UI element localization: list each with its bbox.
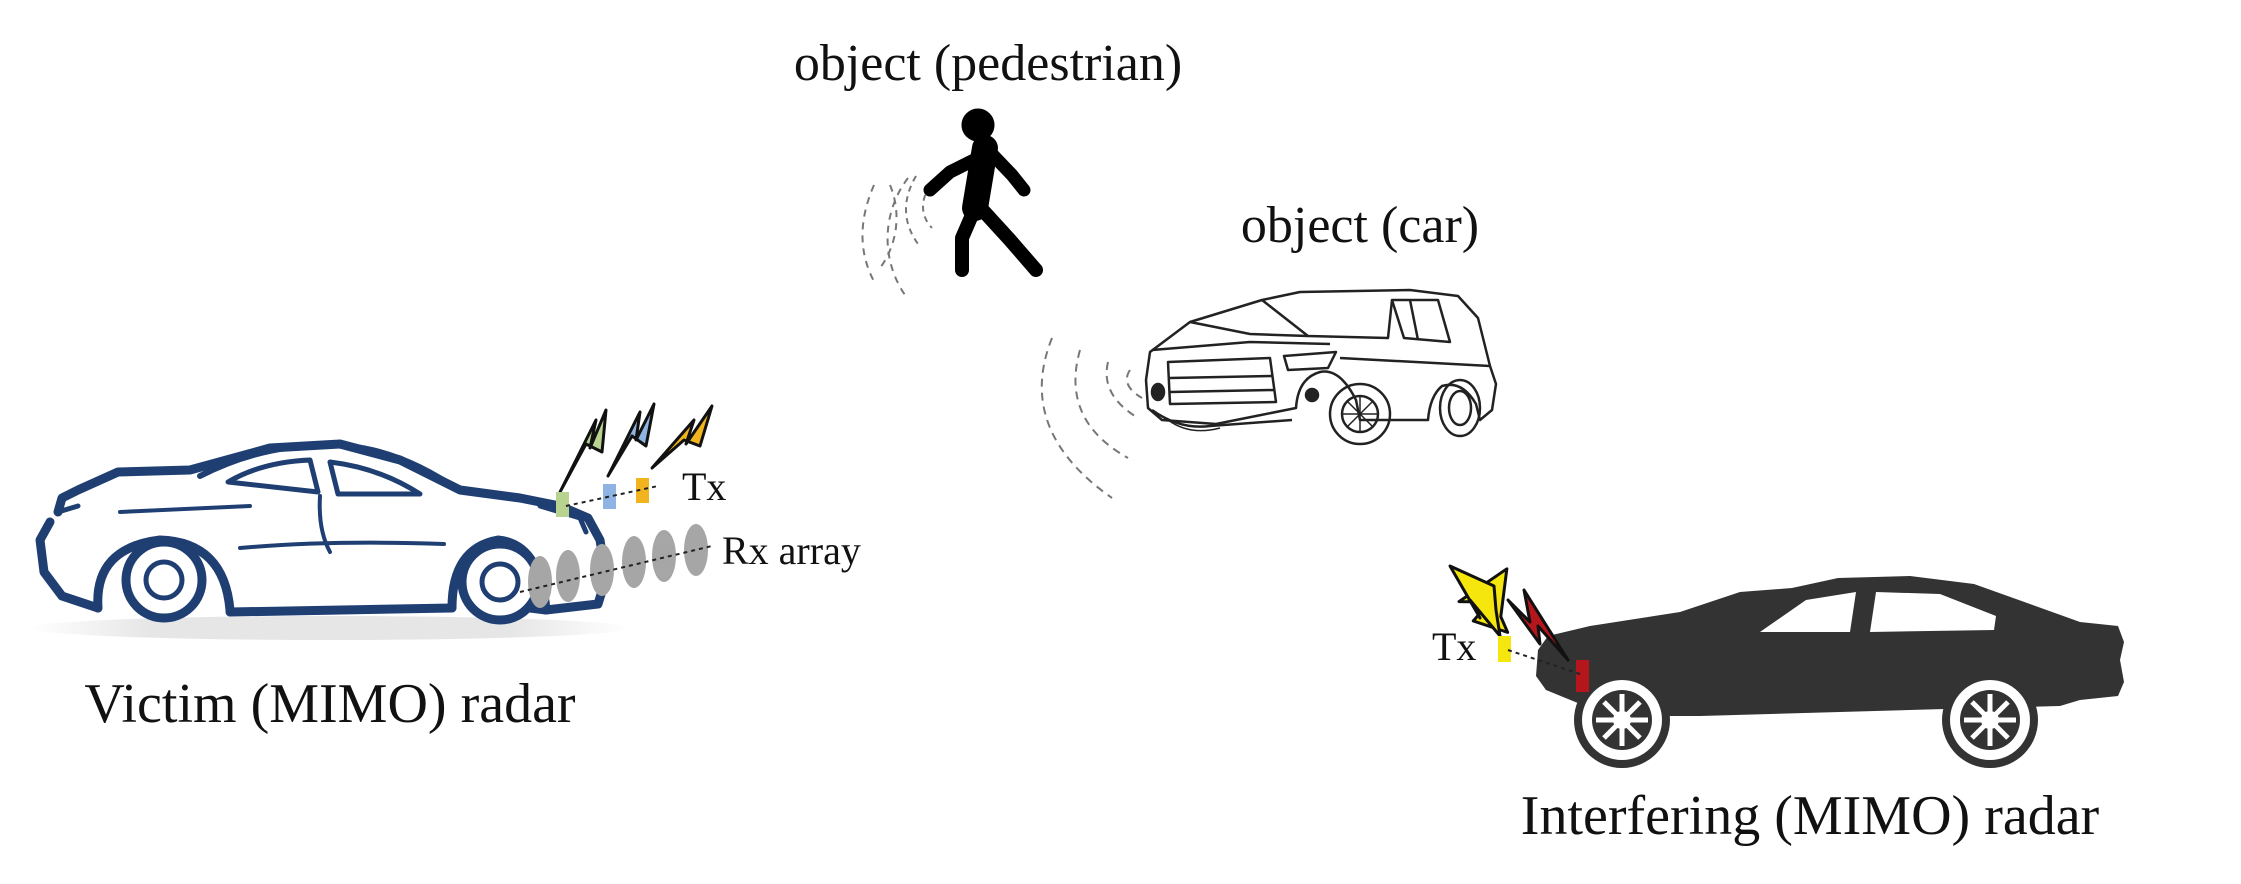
interferer-label: Interfering (MIMO) radar (1521, 785, 2100, 847)
victim-label: Victim (MIMO) radar (84, 673, 576, 735)
victim-car-shadow (30, 616, 630, 640)
interferer-tx-label: Tx (1432, 624, 1476, 669)
pedestrian-label: object (pedestrian) (794, 35, 1182, 92)
car-wave-icon (1040, 337, 1143, 499)
victim-tx-antennas (556, 478, 659, 517)
victim-rx-label: Rx array (722, 528, 861, 573)
suv-outline-icon (1144, 288, 1498, 446)
sedan-silhouette-icon (1536, 576, 2124, 768)
interferer-tx-antennas (1498, 636, 1589, 692)
pedestrian-wave-icon (861, 177, 909, 296)
victim-tx-signal-icon (558, 402, 714, 494)
rx-array-icon (519, 524, 713, 608)
sports-car-outline-icon (35, 439, 611, 625)
victim-tx-label: Tx (682, 464, 726, 509)
interferer-tx-signal-icon (1448, 564, 1570, 662)
walking-person-icon (923, 108, 1043, 277)
car-label: object (car) (1241, 197, 1479, 254)
